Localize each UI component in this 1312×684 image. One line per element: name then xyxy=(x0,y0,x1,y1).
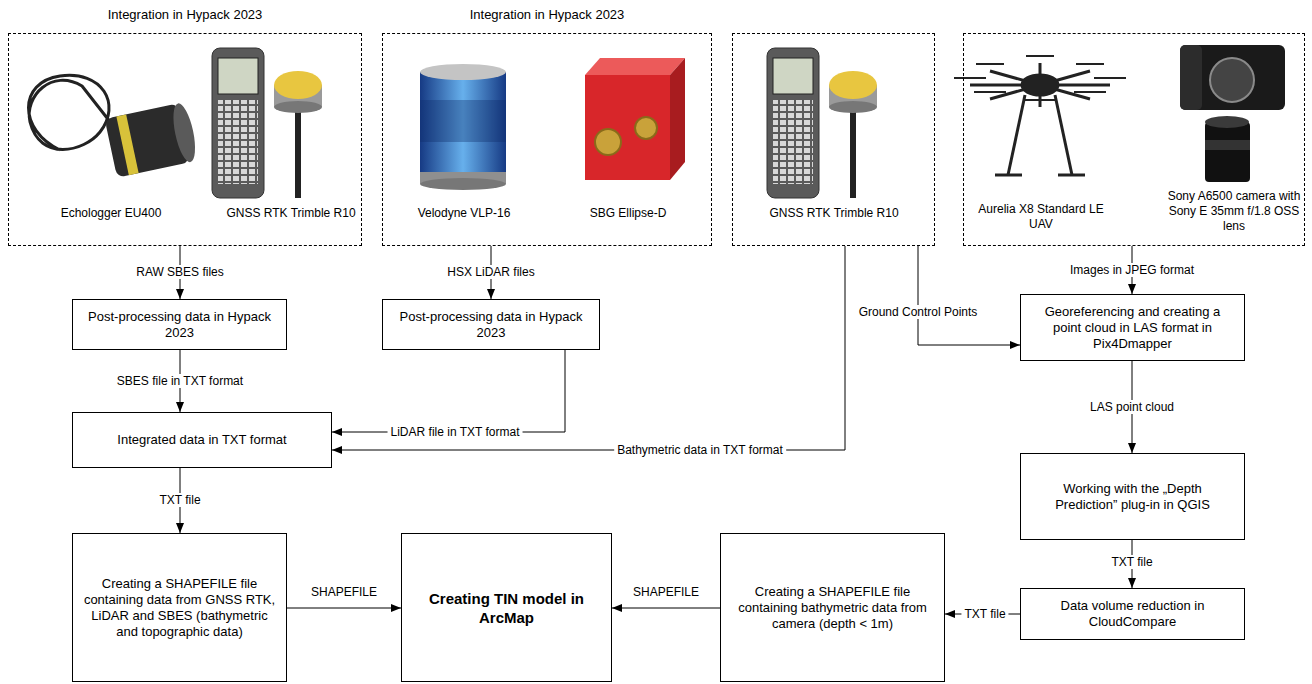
edge-label: Ground Control Points xyxy=(856,305,981,319)
box-text: Georeferencing and creating a point clou… xyxy=(1031,304,1234,352)
process-box: Creating a SHAPEFILE file containing dat… xyxy=(72,533,287,682)
edge-label: LiDAR file in TXT format xyxy=(388,425,523,439)
flow-arrow xyxy=(332,350,565,432)
device-caption: GNSS RTK Trimble R10 xyxy=(211,206,371,221)
edge-label: HSX LiDAR files xyxy=(444,265,537,279)
echosounder-illustration xyxy=(29,75,200,177)
gnss-receiver-illustration xyxy=(212,48,322,198)
box-text: Post-processing data in Hypack 2023 xyxy=(83,309,276,341)
box-text: Creating a SHAPEFILE file containing bat… xyxy=(731,584,934,632)
device-caption: Sony A6500 camera with Sony E 35mm f/1.8… xyxy=(1163,189,1305,234)
box-text: Working with the „Depth Prediction” plug… xyxy=(1031,481,1234,513)
device-group: Integration in Hypack 2023Velodyne VLP-1… xyxy=(382,33,712,246)
device-group: GNSS RTK Trimble R10 xyxy=(732,33,935,246)
edge-label: RAW SBES files xyxy=(133,265,227,279)
box-text: Post-processing data in Hypack 2023 xyxy=(393,309,589,341)
camera-illustration xyxy=(1180,45,1285,182)
process-box: Integrated data in TXT format xyxy=(72,412,332,468)
process-box: Data volume reduction in CloudCompare xyxy=(1020,588,1245,640)
edge-label: Images in JPEG format xyxy=(1067,263,1197,277)
device-caption: Echologger EU400 xyxy=(31,206,191,221)
lidar-illustration xyxy=(420,64,506,190)
process-box: Post-processing data in Hypack 2023 xyxy=(382,299,600,350)
box-text: Data volume reduction in CloudCompare xyxy=(1031,598,1234,630)
device-group: Integration in Hypack 2023Echologger EU4… xyxy=(8,33,362,246)
ins-illustration xyxy=(585,58,685,180)
uav-illustration xyxy=(954,56,1126,175)
edge-label: LAS point cloud xyxy=(1087,400,1177,414)
flow-arrow xyxy=(612,608,720,609)
device-caption: GNSS RTK Trimble R10 xyxy=(744,206,924,221)
edge-label: SHAPEFILE xyxy=(308,585,380,599)
edge-label: SBES file in TXT format xyxy=(114,374,246,388)
device-caption: Aurelia X8 Standard LE UAV xyxy=(971,202,1111,232)
box-text: Creating TIN model in ArcMap xyxy=(412,589,601,627)
device-caption: SBG Ellipse-D xyxy=(553,206,703,221)
box-text: Integrated data in TXT format xyxy=(117,432,286,448)
box-text: Creating a SHAPEFILE file containing dat… xyxy=(83,576,276,640)
device-group: Aurelia X8 Standard LE UAV Sony A6500 cam… xyxy=(963,33,1305,246)
edge-label: Bathymetric data in TXT format xyxy=(614,443,786,457)
process-box: Creating TIN model in ArcMap xyxy=(401,533,612,682)
edge-label: SHAPEFILE xyxy=(630,585,702,599)
process-box: Georeferencing and creating a point clou… xyxy=(1020,294,1245,361)
device-caption: Velodyne VLP-16 xyxy=(389,206,539,221)
flow-arrow xyxy=(918,246,1020,345)
process-box: Working with the „Depth Prediction” plug… xyxy=(1020,453,1245,540)
flow-arrow xyxy=(332,246,845,450)
process-box: Post-processing data in Hypack 2023 xyxy=(72,299,287,350)
group-heading: Integration in Hypack 2023 xyxy=(383,7,711,23)
edge-label: TXT file xyxy=(156,493,203,507)
edge-label: TXT file xyxy=(1108,555,1155,569)
edge-label: TXT file xyxy=(961,607,1008,621)
process-box: Creating a SHAPEFILE file containing bat… xyxy=(720,533,945,682)
flow-arrow xyxy=(287,608,401,609)
group-heading: Integration in Hypack 2023 xyxy=(9,7,361,23)
